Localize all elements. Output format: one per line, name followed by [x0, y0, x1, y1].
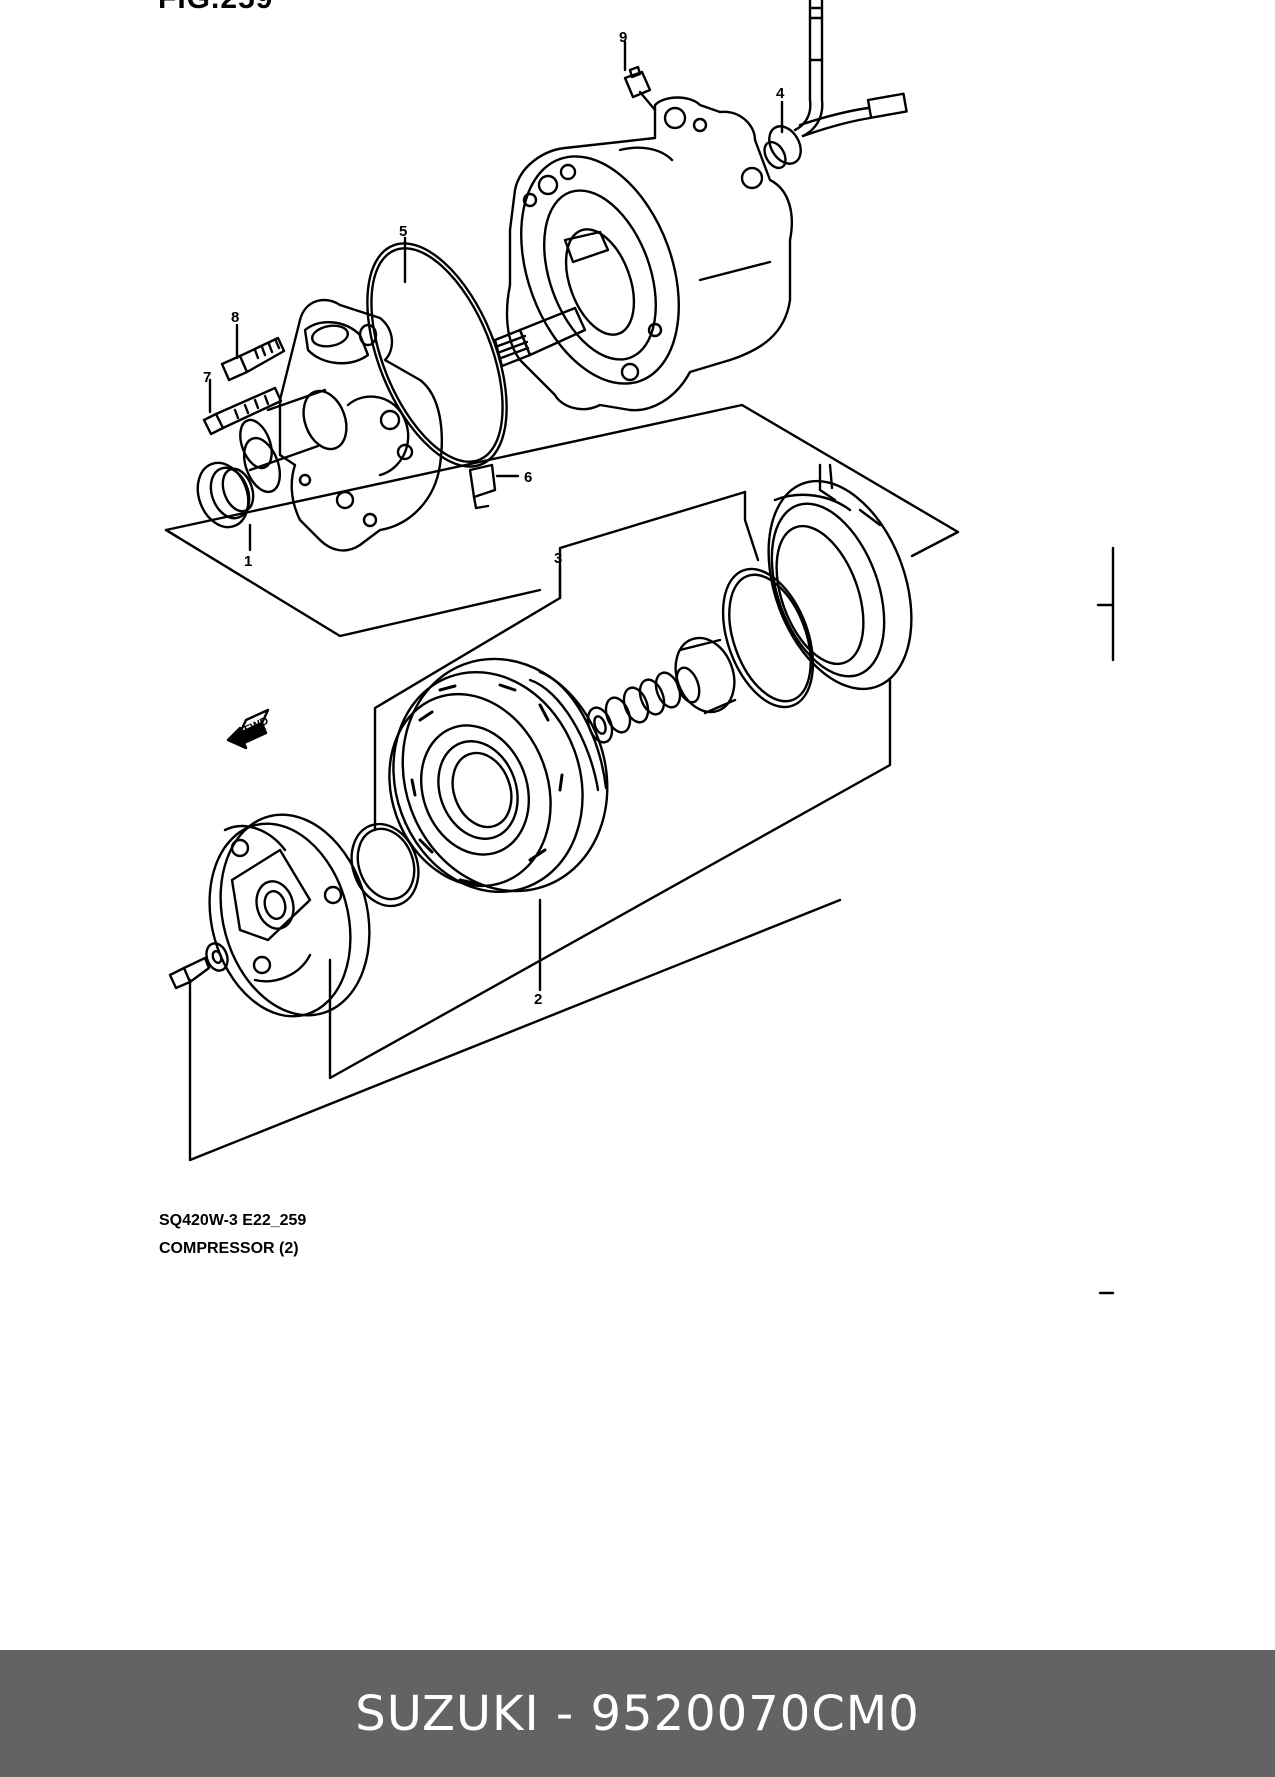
callout-4: 4: [776, 85, 785, 102]
diagram-caption: COMPRESSOR (2): [159, 1240, 299, 1257]
part-6-clip: [468, 463, 497, 510]
front-head-housing: [239, 298, 443, 552]
callout-7: 7: [203, 369, 211, 386]
snap-ring-coil: [721, 567, 815, 709]
part-2-pulley: [388, 657, 609, 894]
part-9-fitting: [623, 65, 657, 112]
part-5-o-ring: [366, 242, 508, 468]
callout-6: 6: [524, 469, 532, 486]
callout-2: 2: [534, 991, 542, 1008]
callout-8: 8: [231, 309, 239, 326]
part-8-bolt: [220, 336, 286, 382]
figure-title: FIG.259: [158, 0, 273, 16]
margin-marks: [1096, 546, 1115, 1295]
part-4-switch: [763, 0, 908, 170]
callout-5: 5: [399, 223, 407, 240]
washer: [205, 942, 229, 972]
field-coil: [767, 463, 913, 691]
fwd-arrow-icon: [226, 708, 270, 750]
callout-3: 3: [554, 550, 562, 567]
callout-9: 9: [619, 29, 627, 46]
snap-ring-pulley: [350, 822, 420, 908]
spacer-and-shims: [586, 636, 737, 744]
compressor-body: [493, 96, 793, 412]
callout-leaders: [208, 40, 784, 992]
armature-plate: [208, 813, 371, 1018]
part-number-label: SUZUKI - 9520070CM0: [355, 1685, 920, 1742]
upper-assembly-frame: [164, 403, 960, 638]
part-7-bolt: [202, 386, 283, 436]
footer-bar: SUZUKI - 9520070CM0: [0, 1650, 1275, 1777]
callout-1: 1: [244, 553, 252, 570]
armature-bolt: [168, 956, 211, 990]
diagram-code: SQ420W-3 E22_259: [159, 1212, 307, 1229]
part-1-seal: [196, 461, 255, 529]
